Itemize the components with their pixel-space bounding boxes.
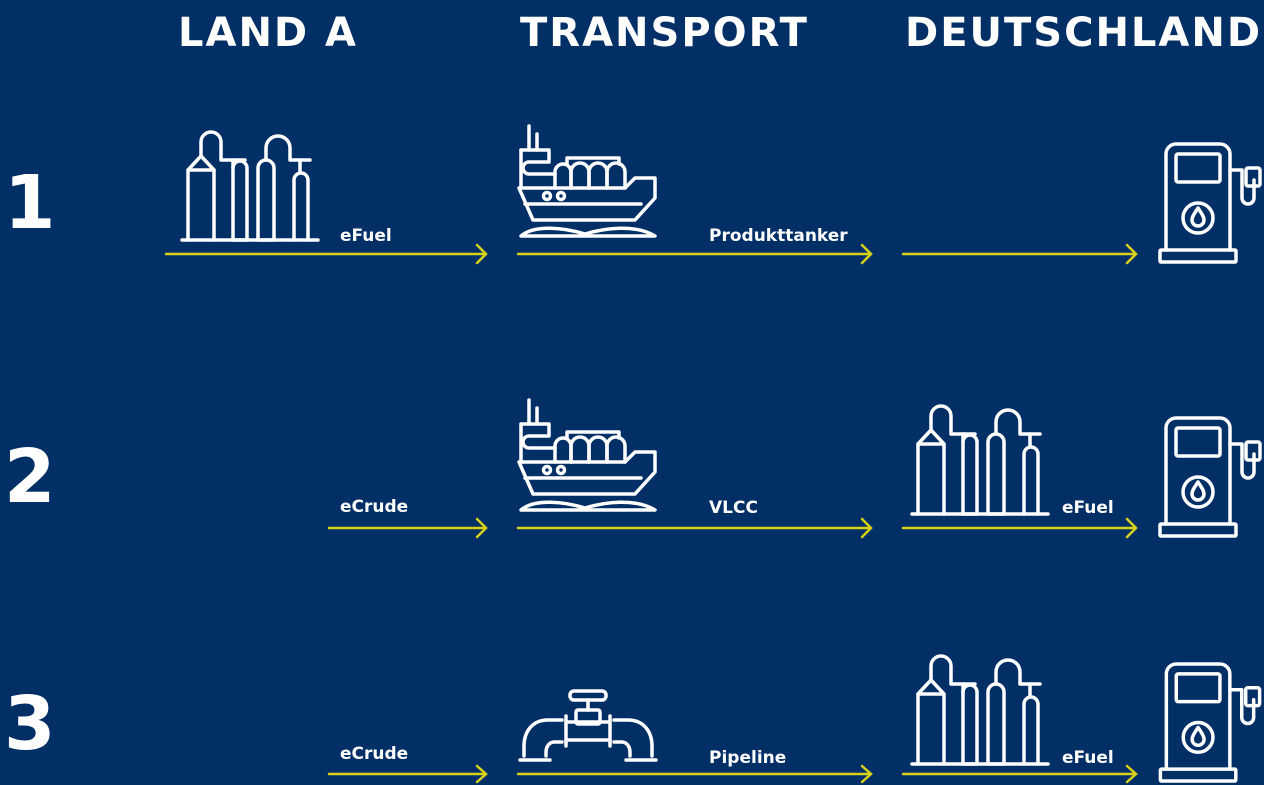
row2-germany-arrow — [901, 517, 1138, 539]
ship-icon — [517, 398, 657, 512]
row3-transport-arrow — [516, 764, 873, 784]
row1-transport-arrow — [516, 243, 873, 265]
ship-icon — [517, 124, 657, 238]
row3-transport-label: Pipeline — [709, 748, 787, 768]
row-number-2: 2 — [4, 434, 56, 520]
fuel-pump-icon — [1158, 662, 1262, 783]
column-header-transport: TRANSPORT — [520, 10, 809, 56]
row3-germany-label: eFuel — [1062, 748, 1114, 768]
fuel-pump-icon — [1158, 142, 1262, 264]
row2-land-label: eCrude — [340, 497, 409, 517]
row1-transport-label: Produkttanker — [709, 226, 848, 246]
column-header-deutschland: DEUTSCHLAND — [905, 10, 1263, 56]
row3-land-arrow — [327, 764, 488, 784]
row1-land-arrow — [164, 243, 488, 265]
row2-transport-arrow — [516, 517, 873, 539]
row2-transport-label: VLCC — [709, 498, 758, 518]
row3-land-label: eCrude — [340, 744, 409, 764]
row1-land-label: eFuel — [340, 226, 392, 246]
refinery-icon — [910, 404, 1050, 516]
row3-germany-arrow — [901, 764, 1138, 784]
row-number-3: 3 — [4, 681, 56, 767]
pipeline-icon — [518, 689, 658, 762]
row2-germany-label: eFuel — [1062, 498, 1114, 518]
refinery-icon — [180, 130, 320, 242]
row1-germany-arrow — [901, 243, 1138, 265]
fuel-pump-icon — [1158, 416, 1262, 538]
row-number-1: 1 — [4, 160, 56, 246]
column-header-land-a: LAND A — [178, 10, 359, 56]
row2-land-arrow — [327, 517, 488, 539]
refinery-icon — [910, 654, 1050, 766]
